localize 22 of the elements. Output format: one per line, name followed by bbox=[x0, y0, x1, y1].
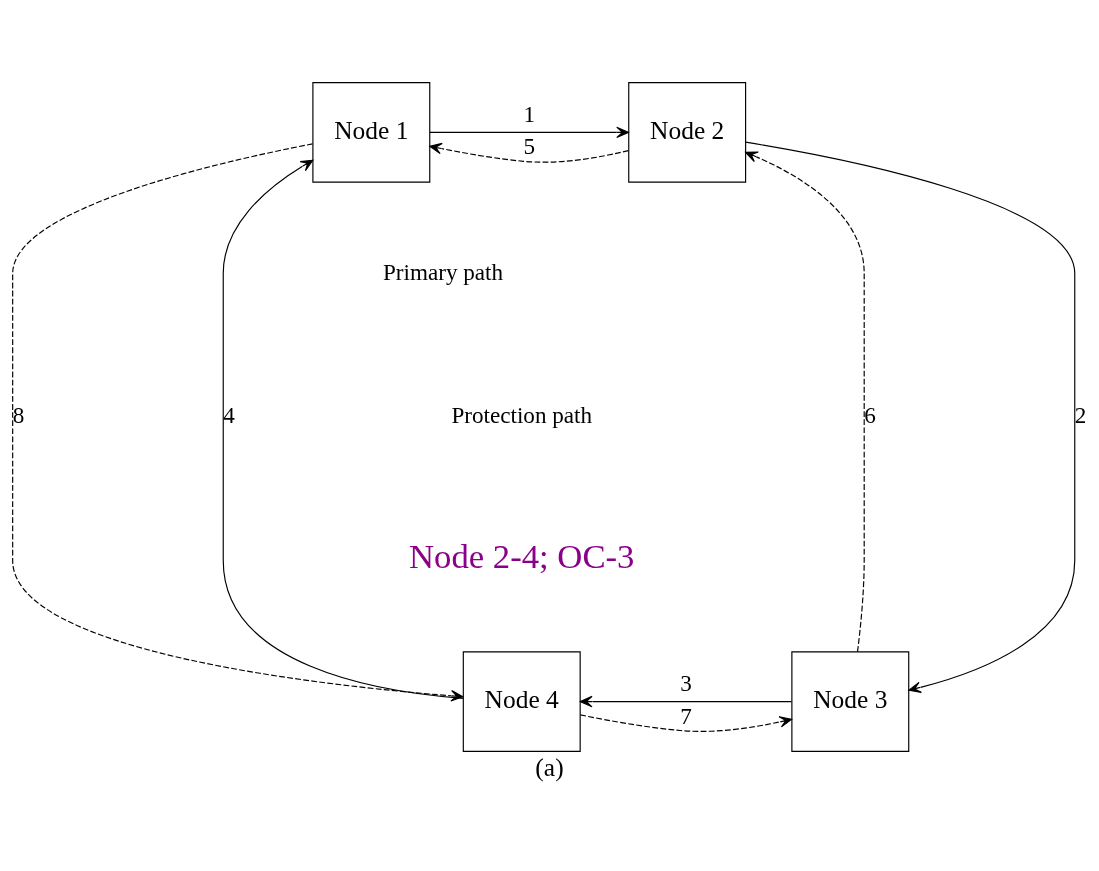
edge-label: 3 bbox=[680, 670, 692, 697]
edge-label: 7 bbox=[680, 702, 692, 729]
arrow bbox=[222, 159, 464, 699]
node-box: Node 3 bbox=[791, 651, 910, 752]
arrow bbox=[579, 695, 793, 708]
caption: (a) bbox=[535, 753, 564, 783]
arrow bbox=[429, 142, 629, 163]
node-box: Node 2 bbox=[628, 82, 747, 183]
edge-label: 8 bbox=[12, 401, 25, 428]
edge-label: 5 bbox=[523, 133, 536, 160]
edge-label: 6 bbox=[864, 401, 876, 428]
label: Node 2-4; OC-3 bbox=[409, 536, 635, 576]
label: Primary path bbox=[383, 259, 504, 286]
node-box: Node 4 bbox=[462, 651, 581, 752]
arrow bbox=[429, 126, 629, 139]
label: Protection path bbox=[451, 401, 593, 428]
arrow bbox=[745, 141, 1076, 694]
edge-label: 1 bbox=[523, 100, 536, 127]
arrow bbox=[579, 714, 793, 732]
arrow bbox=[745, 151, 865, 653]
node-box: Node 1 bbox=[312, 82, 431, 183]
edge-label: 2 bbox=[1074, 401, 1087, 428]
